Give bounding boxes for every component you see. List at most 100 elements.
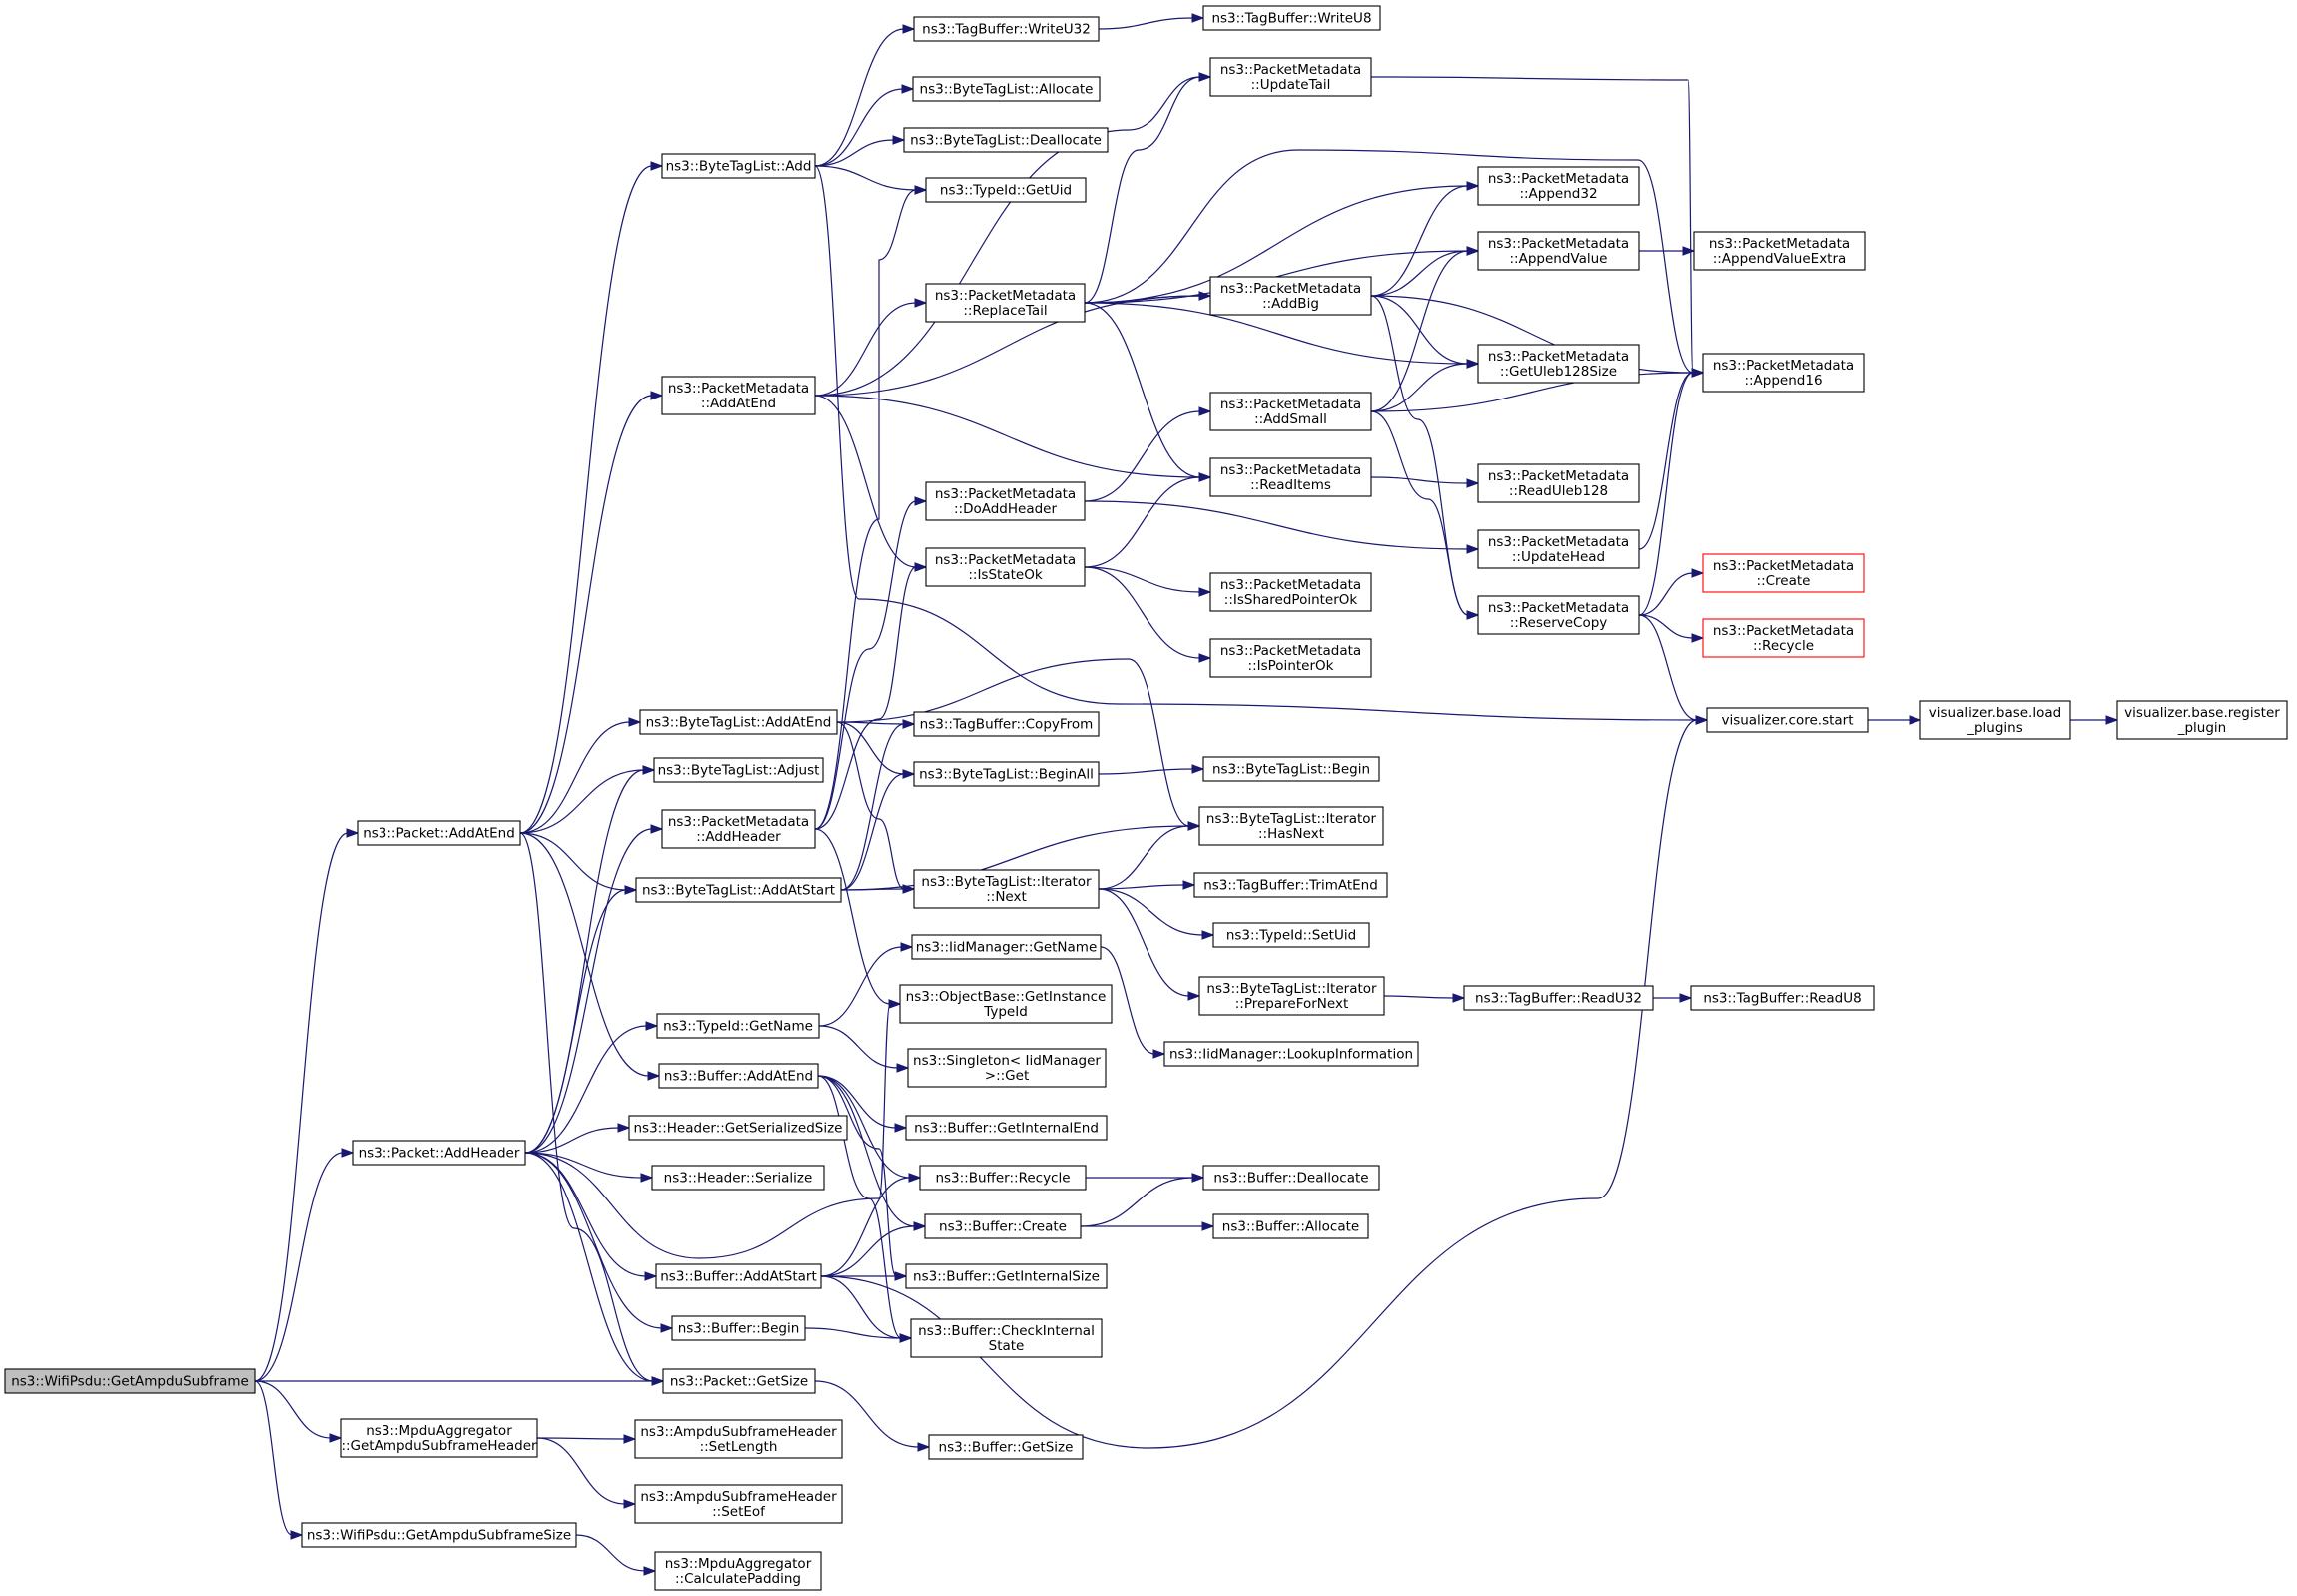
- node-label: State: [989, 1338, 1025, 1354]
- node-buf_allocate[interactable]: ns3::Buffer::Allocate: [1212, 1213, 1369, 1239]
- node-typeid_getuid[interactable]: ns3::TypeId::GetUid: [925, 177, 1087, 203]
- edge-line: [1084, 302, 1201, 478]
- node-btli_next[interactable]: ns3::ByteTagList::Iterator::Next: [913, 869, 1100, 909]
- edge-buf_addatstart-to-buf_checkint: [820, 1275, 913, 1343]
- node-tb_trimatend[interactable]: ns3::TagBuffer::TrimAtEnd: [1193, 872, 1388, 898]
- node-tb_writeu32[interactable]: ns3::TagBuffer::WriteU32: [913, 16, 1100, 42]
- node-pm_readitems[interactable]: ns3::PacketMetadata::ReadItems: [1209, 457, 1372, 497]
- edge-arrowhead-icon: [1682, 246, 1696, 256]
- node-hdr_serialize[interactable]: ns3::Header::Serialize: [651, 1165, 825, 1191]
- node-pm_getuleb[interactable]: ns3::PacketMetadata::GetUleb128Size: [1477, 344, 1640, 384]
- node-vis_register_plugin[interactable]: visualizer.base.register_plugin: [2116, 700, 2288, 740]
- edge-line: [1098, 768, 1194, 775]
- node-pm_updatehead[interactable]: ns3::PacketMetadata::UpdateHead: [1477, 529, 1640, 569]
- node-root[interactable]: ns3::WifiPsdu::GetAmpduSubframe: [4, 1368, 256, 1394]
- node-iid_lookup[interactable]: ns3::IidManager::LookupInformation: [1163, 1041, 1419, 1067]
- node-pm_updatetail[interactable]: ns3::PacketMetadata::UpdateTail: [1209, 57, 1372, 97]
- node-tb_copyfrom[interactable]: ns3::TagBuffer::CopyFrom: [913, 711, 1100, 737]
- edge-arrowhead-icon: [1466, 478, 1480, 488]
- node-buf_getsize[interactable]: ns3::Buffer::GetSize: [928, 1434, 1084, 1460]
- node-ash_setlength[interactable]: ns3::AmpduSubframeHeader::SetLength: [634, 1419, 843, 1459]
- node-btli_hasnext[interactable]: ns3::ByteTagList::Iterator::HasNext: [1198, 806, 1384, 846]
- node-btl_deallocate[interactable]: ns3::ByteTagList::Deallocate: [903, 127, 1109, 153]
- edge-arrowhead-icon: [913, 1221, 927, 1231]
- node-iid_getname[interactable]: ns3::IidManager::GetName: [911, 934, 1102, 960]
- node-box: [662, 1368, 816, 1394]
- node-btl_begin[interactable]: ns3::ByteTagList::Begin: [1202, 756, 1380, 782]
- edge-btl_addatstart-to-btl_beginall: [840, 769, 916, 891]
- node-pkt_addatend[interactable]: ns3::Packet::AddAtEnd: [357, 820, 521, 846]
- node-tb_readu8[interactable]: ns3::TagBuffer::ReadU8: [1690, 985, 1875, 1011]
- node-buf_begin[interactable]: ns3::Buffer::Begin: [671, 1315, 806, 1341]
- node-box: [651, 1165, 825, 1191]
- node-label: ns3::PacketMetadata: [1488, 600, 1629, 616]
- node-vis_core_start[interactable]: visualizer.core.start: [1706, 707, 1869, 733]
- node-btl_addatstart[interactable]: ns3::ByteTagList::AddAtStart: [635, 877, 842, 903]
- node-btl_beginall[interactable]: ns3::ByteTagList::BeginAll: [913, 761, 1100, 787]
- edge-arrowhead-icon: [1198, 291, 1212, 301]
- node-buf_addatend[interactable]: ns3::Buffer::AddAtEnd: [658, 1063, 819, 1089]
- node-buf_recycle[interactable]: ns3::Buffer::Recycle: [919, 1165, 1087, 1191]
- node-pm_readuleb[interactable]: ns3::PacketMetadata::ReadUleb128: [1477, 463, 1640, 503]
- edge-line: [1098, 888, 1204, 936]
- edge-line: [818, 1025, 899, 1069]
- node-btli_prepare[interactable]: ns3::ByteTagList::Iterator::PrepareForNe…: [1198, 976, 1385, 1016]
- node-box: [919, 1165, 1087, 1191]
- edge-arrowhead-icon: [1182, 880, 1196, 890]
- node-pm_isstateok[interactable]: ns3::PacketMetadata::IsStateOk: [925, 547, 1086, 587]
- edge-arrowhead-icon: [896, 1063, 910, 1073]
- node-pm_addheader[interactable]: ns3::PacketMetadata::AddHeader: [661, 809, 816, 849]
- edge-arrowhead-icon: [894, 1123, 908, 1133]
- node-btl_adjust[interactable]: ns3::ByteTagList::Adjust: [653, 757, 824, 783]
- node-typeid_getname[interactable]: ns3::TypeId::GetName: [656, 1013, 820, 1039]
- node-pm_replacetail[interactable]: ns3::PacketMetadata::ReplaceTail: [925, 283, 1086, 323]
- edge-arrowhead-icon: [917, 1442, 931, 1452]
- node-btl_add[interactable]: ns3::ByteTagList::Add: [661, 153, 816, 179]
- node-vis_load_plugins[interactable]: visualizer.base.load_plugins: [1919, 700, 2071, 740]
- node-buf_addatstart[interactable]: ns3::Buffer::AddAtStart: [655, 1263, 822, 1289]
- node-tb_writeu8[interactable]: ns3::TagBuffer::WriteU8: [1202, 5, 1381, 31]
- edge-arrowhead-icon: [651, 1376, 665, 1386]
- node-pm_recycle[interactable]: ns3::PacketMetadata::Recycle: [1702, 618, 1865, 658]
- node-pm_issharedptrok[interactable]: ns3::PacketMetadata::IsSharedPointerOk: [1209, 572, 1372, 612]
- node-pm_appendvalueextra[interactable]: ns3::PacketMetadata::AppendValueExtra: [1693, 231, 1866, 271]
- node-hdr_getser[interactable]: ns3::Header::GetSerializedSize: [628, 1115, 848, 1141]
- edge-arrowhead-icon: [1466, 610, 1480, 620]
- node-pm_create[interactable]: ns3::PacketMetadata::Create: [1702, 553, 1865, 593]
- node-pkt_getsize[interactable]: ns3::Packet::GetSize: [662, 1368, 816, 1394]
- node-psdu_getsubsize[interactable]: ns3::WifiPsdu::GetAmpduSubframeSize: [301, 1522, 577, 1548]
- node-box: [671, 1315, 806, 1341]
- node-label: ns3::PacketMetadata: [1220, 577, 1361, 593]
- node-buf_deallocate[interactable]: ns3::Buffer::Deallocate: [1202, 1165, 1380, 1191]
- node-pm_addsmall[interactable]: ns3::PacketMetadata::AddSmall: [1209, 392, 1372, 431]
- node-pm_appendvalue[interactable]: ns3::PacketMetadata::AppendValue: [1477, 231, 1640, 271]
- node-pm_doaddheader[interactable]: ns3::PacketMetadata::DoAddHeader: [925, 481, 1086, 521]
- node-ash_seteof[interactable]: ns3::AmpduSubframeHeader::SetEof: [634, 1484, 843, 1524]
- node-typeid_setuid[interactable]: ns3::TypeId::SetUid: [1212, 922, 1370, 948]
- node-label: ns3::TypeId::SetUid: [1226, 928, 1356, 944]
- node-pkt_addheader[interactable]: ns3::Packet::AddHeader: [352, 1140, 526, 1166]
- edge-line: [519, 769, 645, 834]
- edge-line: [1370, 250, 1469, 297]
- node-mpdu_calcpad[interactable]: ns3::MpduAggregator::CalculatePadding: [654, 1551, 822, 1591]
- node-pm_addbig[interactable]: ns3::PacketMetadata::AddBig: [1209, 276, 1372, 316]
- node-buf_create[interactable]: ns3::Buffer::Create: [924, 1213, 1082, 1239]
- node-pm_append16[interactable]: ns3::PacketMetadata::Append16: [1702, 353, 1865, 393]
- node-btl_allocate[interactable]: ns3::ByteTagList::Allocate: [912, 76, 1101, 102]
- node-tb_readu32[interactable]: ns3::TagBuffer::ReadU32: [1463, 985, 1654, 1011]
- node-singleton_get[interactable]: ns3::Singleton< IidManager >::Get: [907, 1048, 1107, 1088]
- node-buf_getintend[interactable]: ns3::Buffer::GetInternalEnd: [905, 1115, 1108, 1141]
- node-mpdu_getsubhdr[interactable]: ns3::MpduAggregator::GetAmpduSubframeHea…: [340, 1418, 538, 1458]
- node-box: [1209, 457, 1372, 497]
- node-btl_addatend[interactable]: ns3::ByteTagList::AddAtEnd: [639, 709, 838, 735]
- node-label: TypeId: [983, 1004, 1028, 1020]
- node-buf_getintsize[interactable]: ns3::Buffer::GetInternalSize: [905, 1263, 1108, 1289]
- node-pm_append32[interactable]: ns3::PacketMetadata::Append32: [1477, 166, 1640, 206]
- node-pm_isptrok[interactable]: ns3::PacketMetadata::IsPointerOk: [1209, 638, 1372, 678]
- edge-pm_addheader-to-ob_getinsttid: [814, 828, 902, 1009]
- node-box: [911, 934, 1102, 960]
- node-pm_reservecopy[interactable]: ns3::PacketMetadata::ReserveCopy: [1477, 595, 1640, 635]
- node-pm_addatend[interactable]: ns3::PacketMetadata::AddAtEnd: [661, 376, 816, 415]
